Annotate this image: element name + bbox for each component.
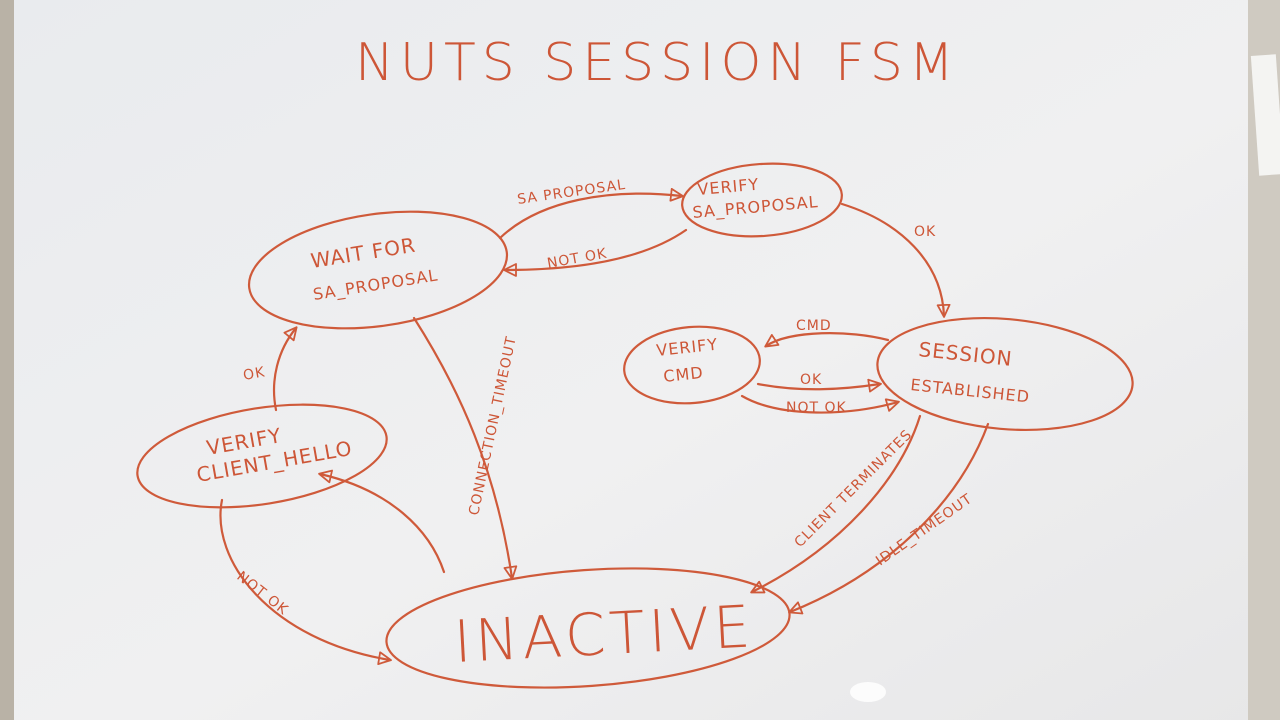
- edge-label-cmd: CMD: [796, 318, 832, 334]
- state-verify-client-hello: [136, 403, 388, 509]
- state-verify-cmd: [623, 325, 761, 405]
- state-label-inactive: INACTIVE: [452, 592, 756, 676]
- edge-not-ok-cmd: [740, 394, 900, 414]
- edge-ok-cmd: [756, 378, 882, 393]
- edge-sa-proposal: [498, 187, 684, 240]
- light-glare: [850, 682, 886, 702]
- edge-label-ok-right: OK: [914, 224, 936, 240]
- whiteboard-surface: [14, 0, 1264, 720]
- marker-tray-paper: [1250, 54, 1280, 176]
- diagram-title: NUTS SESSION FSM: [355, 33, 960, 93]
- edge-idle-timeout: [788, 422, 990, 615]
- edge-inactive-to-hello: [318, 469, 446, 574]
- edge-not-ok-top: [503, 228, 688, 277]
- state-label-verify-cmd-line2: CMD: [662, 363, 704, 386]
- edge-label-ok-cmd: OK: [800, 372, 822, 388]
- edge-connection-timeout: [412, 316, 518, 580]
- edge-not-ok-bottom: [219, 498, 392, 666]
- edge-ok-left: [272, 326, 298, 412]
- state-verify-sa-proposal: [681, 162, 843, 238]
- edge-ok-right: [840, 202, 951, 318]
- edge-client-terminates: [750, 414, 922, 594]
- edge-cmd: [764, 332, 890, 348]
- edge-label-not-ok-cmd: NOT OK: [786, 400, 847, 416]
- edge-label-ok-left: OK: [242, 364, 267, 384]
- state-wait-for-sa-proposal: [247, 210, 509, 330]
- state-session-established: [876, 316, 1134, 432]
